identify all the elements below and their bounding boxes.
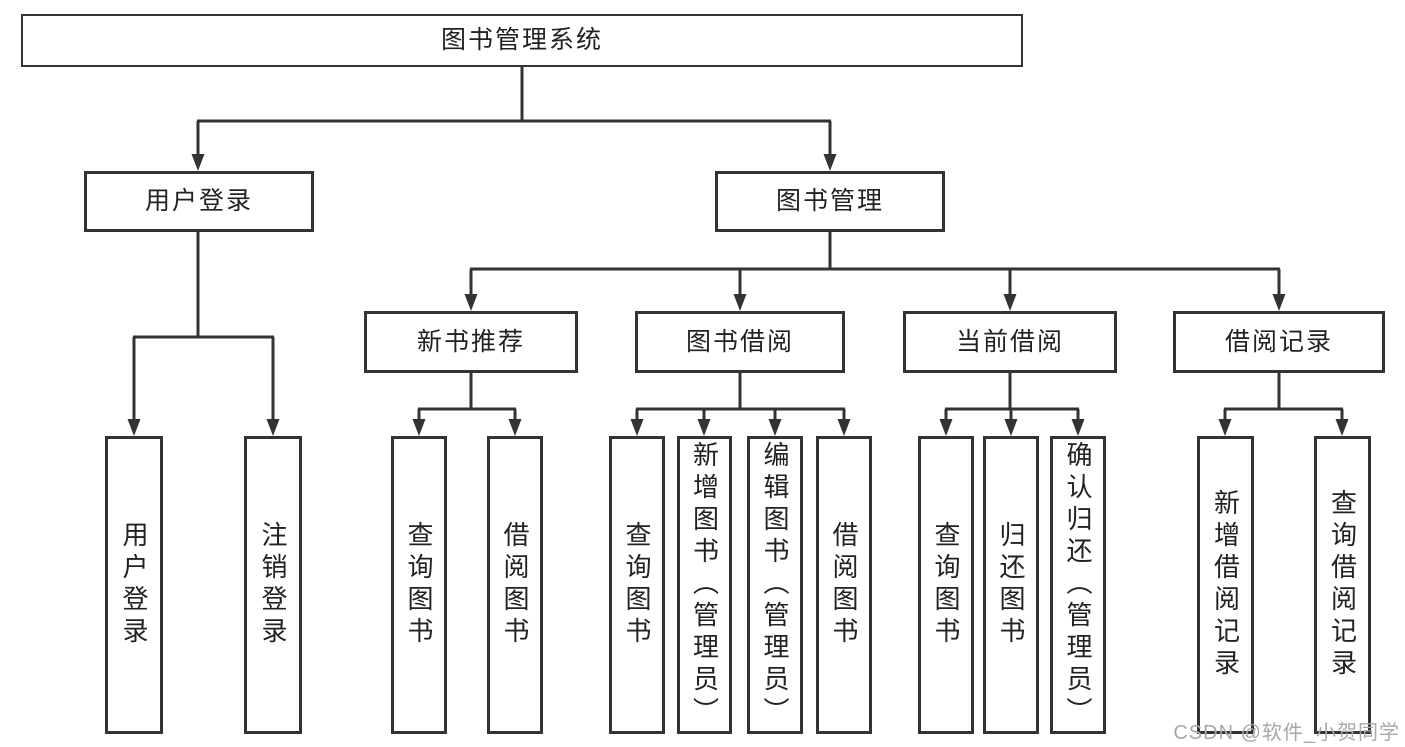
leaf-logout: 注销登录 — [244, 436, 302, 734]
leaf-add-book-admin: 新增图书（管理员） — [677, 436, 732, 734]
leaf-confirm-return-admin: 确认归还（管理员） — [1050, 436, 1106, 734]
watermark: CSDN @软件_小贺同学 — [1173, 722, 1400, 744]
connector-arrows — [127, 154, 1349, 436]
leaf-add-borrow-record: 新增借阅记录 — [1197, 436, 1254, 734]
node-book-borrowing: 图书借阅 — [635, 311, 845, 373]
leaf-user-login: 用户登录 — [105, 436, 163, 734]
leaf-query-borrow-record: 查询借阅记录 — [1314, 436, 1371, 734]
leaf-query-books-borrowing: 查询图书 — [609, 436, 665, 734]
node-current-borrowing: 当前借阅 — [903, 311, 1117, 373]
node-book-management: 图书管理 — [715, 171, 945, 232]
leaf-query-books-current: 查询图书 — [918, 436, 974, 734]
node-new-book-recommend: 新书推荐 — [364, 311, 578, 373]
leaf-edit-book-admin: 编辑图书（管理员） — [747, 436, 803, 734]
leaf-query-books-recommend: 查询图书 — [391, 436, 447, 734]
connector-path — [132, 67, 1344, 422]
node-user-login: 用户登录 — [84, 171, 314, 232]
leaf-return-books: 归还图书 — [983, 436, 1039, 734]
node-library-management-system: 图书管理系统 — [21, 14, 1023, 67]
leaf-borrow-books: 借阅图书 — [816, 436, 872, 734]
node-borrowing-records: 借阅记录 — [1173, 311, 1385, 373]
leaf-borrow-books-recommend: 借阅图书 — [487, 436, 543, 734]
